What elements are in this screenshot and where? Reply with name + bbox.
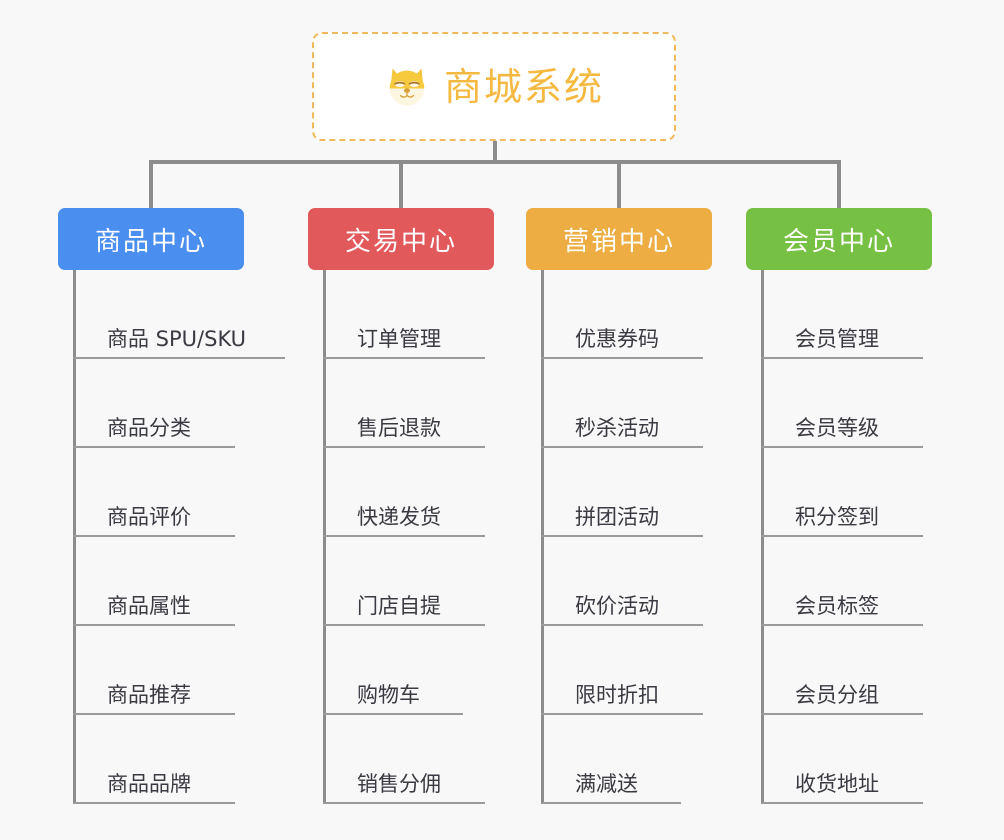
leaf-label: 售后退款	[357, 416, 441, 440]
leaf-item[interactable]: 快递发货	[323, 448, 494, 537]
leaf-underline	[541, 713, 703, 715]
leaf-item[interactable]: 商品分类	[73, 359, 258, 448]
leaf-item[interactable]: 商品 SPU/SKU	[73, 270, 285, 359]
branch-header-3[interactable]: 营销中心	[526, 208, 712, 270]
leaf-underline	[761, 713, 923, 715]
leaf-underline	[323, 357, 485, 359]
branch-header-4[interactable]: 会员中心	[746, 208, 932, 270]
leaf-item[interactable]: 会员分组	[761, 626, 932, 715]
leaf-item[interactable]: 购物车	[323, 626, 494, 715]
leaf-item[interactable]: 商品评价	[73, 448, 258, 537]
leaf-underline	[761, 446, 923, 448]
leaf-underline	[761, 535, 923, 537]
leaf-label: 会员分组	[795, 683, 879, 707]
branch-leaves-1: 商品 SPU/SKU 商品分类商品评价商品属性商品推荐商品品牌	[58, 270, 285, 804]
leaf-underline	[73, 446, 235, 448]
branch-4: 会员中心会员管理会员等级积分签到会员标签会员分组收货地址	[746, 208, 932, 804]
leaf-underline	[73, 357, 285, 359]
leaf-item[interactable]: 订单管理	[323, 270, 494, 359]
leaf-item[interactable]: 优惠券码	[541, 270, 712, 359]
leaf-label: 门店自提	[357, 594, 441, 618]
leaf-label: 商品分类	[107, 416, 191, 440]
leaf-underline	[761, 357, 923, 359]
leaf-underline	[323, 713, 463, 715]
branch-leaves-4: 会员管理会员等级积分签到会员标签会员分组收货地址	[746, 270, 932, 804]
dog-face-icon	[384, 64, 430, 110]
leaf-underline	[541, 446, 703, 448]
leaf-item[interactable]: 拼团活动	[541, 448, 712, 537]
leaf-underline	[73, 802, 235, 804]
leaf-label: 商品品牌	[107, 772, 191, 796]
leaf-underline	[323, 535, 485, 537]
root-title: 商城系统	[443, 64, 604, 109]
leaf-underline	[541, 535, 703, 537]
branch-leaves-2: 订单管理售后退款快递发货门店自提购物车销售分佣	[308, 270, 494, 804]
leaf-item[interactable]: 门店自提	[323, 537, 494, 626]
branch-trunk-line	[323, 270, 326, 804]
leaf-underline	[541, 802, 681, 804]
branch-trunk-line	[73, 270, 76, 804]
leaf-item[interactable]: 秒杀活动	[541, 359, 712, 448]
branch-trunk-line	[761, 270, 764, 804]
connector-drop-3	[617, 160, 621, 210]
leaf-underline	[323, 446, 485, 448]
leaf-label: 商品 SPU/SKU	[107, 327, 247, 351]
leaf-underline	[323, 802, 485, 804]
leaf-label: 优惠券码	[575, 327, 659, 351]
connector-stem	[493, 141, 497, 163]
leaf-item[interactable]: 限时折扣	[541, 626, 712, 715]
leaf-label: 满减送	[575, 772, 638, 796]
leaf-item[interactable]: 售后退款	[323, 359, 494, 448]
leaf-underline	[541, 357, 703, 359]
leaf-label: 积分签到	[795, 505, 879, 529]
connector-drop-1	[149, 160, 153, 210]
leaf-item[interactable]: 会员标签	[761, 537, 932, 626]
leaf-item[interactable]: 积分签到	[761, 448, 932, 537]
leaf-label: 秒杀活动	[575, 416, 659, 440]
root-node[interactable]: 商城系统	[312, 32, 676, 141]
leaf-label: 会员等级	[795, 416, 879, 440]
branch-trunk-line	[541, 270, 544, 804]
leaf-underline	[761, 624, 923, 626]
leaf-label: 订单管理	[357, 327, 441, 351]
leaf-label: 限时折扣	[575, 683, 659, 707]
branch-2: 交易中心订单管理售后退款快递发货门店自提购物车销售分佣	[308, 208, 494, 804]
connector-bus	[149, 160, 841, 164]
branch-3: 营销中心优惠券码秒杀活动拼团活动砍价活动限时折扣满减送	[526, 208, 712, 804]
leaf-item[interactable]: 商品品牌	[73, 715, 258, 804]
leaf-label: 销售分佣	[357, 772, 441, 796]
leaf-item[interactable]: 商品推荐	[73, 626, 258, 715]
leaf-label: 购物车	[357, 683, 420, 707]
branch-1: 商品中心商品 SPU/SKU 商品分类商品评价商品属性商品推荐商品品牌	[58, 208, 285, 804]
leaf-item[interactable]: 销售分佣	[323, 715, 494, 804]
leaf-label: 砍价活动	[575, 594, 659, 618]
connector-drop-4	[837, 160, 841, 210]
leaf-underline	[541, 624, 703, 626]
leaf-item[interactable]: 会员等级	[761, 359, 932, 448]
branch-header-1[interactable]: 商品中心	[58, 208, 244, 270]
leaf-label: 会员标签	[795, 594, 879, 618]
leaf-label: 商品推荐	[107, 683, 191, 707]
leaf-item[interactable]: 收货地址	[761, 715, 932, 804]
branch-header-2[interactable]: 交易中心	[308, 208, 494, 270]
leaf-label: 快递发货	[357, 505, 441, 529]
leaf-underline	[73, 535, 235, 537]
leaf-label: 拼团活动	[575, 505, 659, 529]
leaf-label: 商品评价	[107, 505, 191, 529]
leaf-label: 会员管理	[795, 327, 879, 351]
leaf-underline	[323, 624, 485, 626]
leaf-item[interactable]: 满减送	[541, 715, 712, 804]
leaf-underline	[73, 713, 235, 715]
leaf-underline	[761, 802, 923, 804]
leaf-label: 收货地址	[795, 772, 879, 796]
connector-drop-2	[399, 160, 403, 210]
leaf-item[interactable]: 会员管理	[761, 270, 932, 359]
leaf-underline	[73, 624, 235, 626]
leaf-label: 商品属性	[107, 594, 191, 618]
leaf-item[interactable]: 砍价活动	[541, 537, 712, 626]
branch-leaves-3: 优惠券码秒杀活动拼团活动砍价活动限时折扣满减送	[526, 270, 712, 804]
leaf-item[interactable]: 商品属性	[73, 537, 258, 626]
